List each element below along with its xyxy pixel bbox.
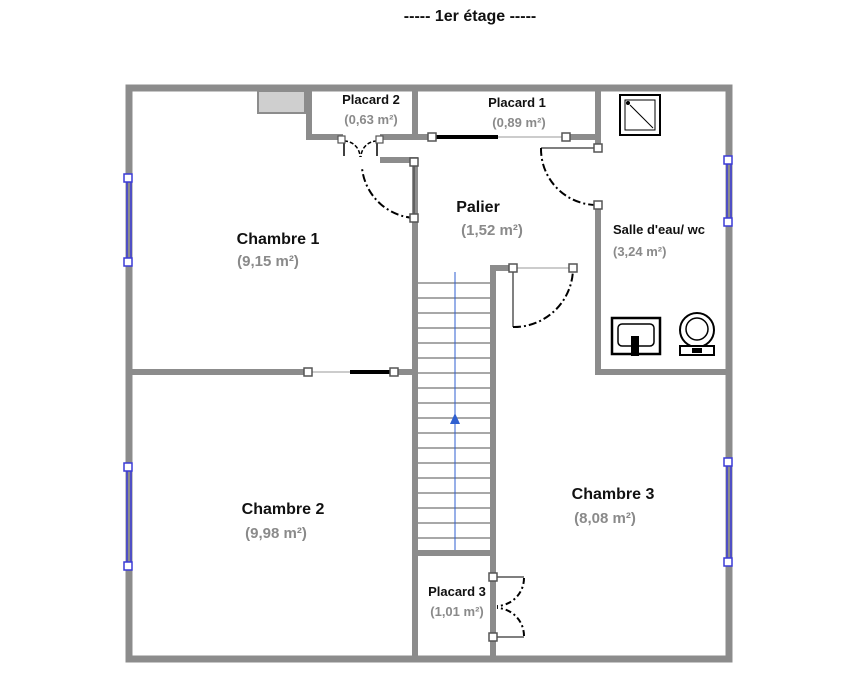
room-palier: Palier (1,52 m²) [456, 199, 523, 239]
door-placard2 [337, 135, 384, 158]
floor-title: ----- 1er étage ----- [404, 8, 536, 25]
door-placard3 [488, 572, 525, 642]
room-chambre2: Chambre 2 (9,98 m²) [242, 501, 325, 542]
room-name: Placard 3 [428, 584, 486, 599]
sink-icon [610, 316, 662, 356]
toilet-icon [679, 312, 715, 356]
room-area: (0,89 m²) [492, 115, 545, 130]
sliding-door-placard1 [427, 132, 571, 142]
chimney-block [257, 90, 306, 114]
room-name: Chambre 3 [572, 486, 655, 503]
room-name: Chambre 2 [242, 501, 325, 518]
room-name: Placard 1 [488, 95, 546, 110]
window-salle-eau [723, 155, 733, 227]
room-area: (1,01 m²) [430, 604, 483, 619]
room-name: Chambre 1 [237, 231, 320, 248]
room-area: (9,98 m²) [245, 525, 307, 542]
room-area: (3,24 m²) [613, 244, 666, 259]
room-name: Salle d'eau/ wc [613, 222, 705, 237]
room-area: (0,63 m²) [344, 112, 397, 127]
window-chambre1 [123, 173, 133, 267]
interior-walls [129, 85, 732, 658]
room-name: Placard 2 [342, 92, 400, 107]
room-placard1: Placard 1 (0,89 m²) [488, 95, 546, 130]
window-chambre2 [123, 462, 133, 571]
room-chambre1: Chambre 1 (9,15 m²) [237, 231, 320, 270]
door-chambre3 [508, 263, 578, 329]
room-area: (8,08 m²) [574, 510, 636, 527]
shower-icon [619, 94, 661, 136]
room-salle-eau: Salle d'eau/ wc (3,24 m²) [613, 222, 705, 259]
room-area: (9,15 m²) [237, 253, 299, 270]
room-placard3: Placard 3 (1,01 m²) [428, 584, 486, 619]
sliding-door-chambres [303, 367, 399, 377]
door-salle-eau [539, 143, 603, 210]
window-chambre3 [723, 457, 733, 567]
room-area: (1,52 m²) [461, 222, 523, 239]
stair-arrow-icon [450, 413, 460, 424]
room-placard2: Placard 2 (0,63 m²) [342, 92, 400, 127]
door-chambre1 [361, 157, 419, 223]
room-name: Palier [456, 199, 500, 216]
room-chambre3: Chambre 3 (8,08 m²) [572, 486, 655, 527]
